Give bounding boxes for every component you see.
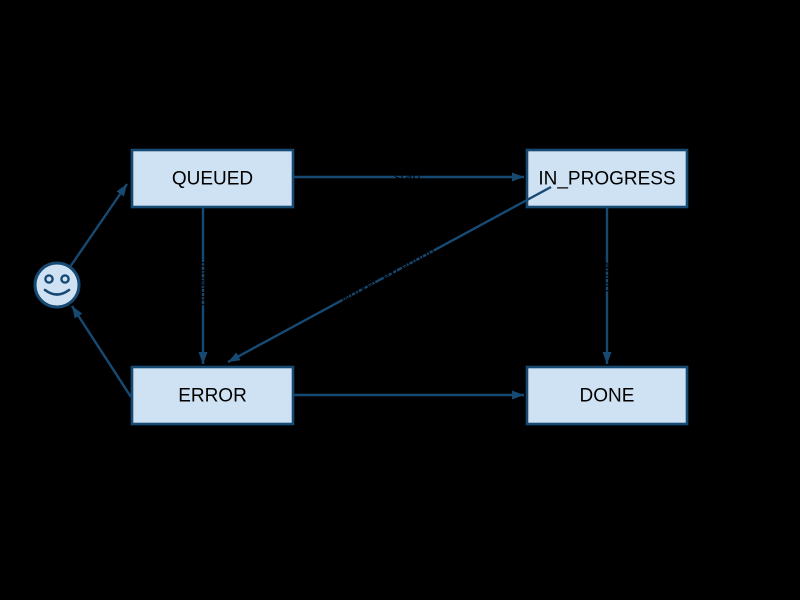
state-node-queued: QUEUED [130,148,295,209]
edge-label-done: done [600,262,614,292]
edge-label-start: start [394,170,422,184]
edge-start-to-queued [69,183,128,268]
state-box-done [525,365,689,426]
state-label-done: DONE [580,386,635,407]
start-state-node [33,261,81,309]
smiley-left-eye-icon [44,274,54,284]
state-label-queued: QUEUED [172,169,253,190]
smiley-mouth-icon [43,288,71,296]
edge-error-to-start [70,305,133,398]
state-node-done: DONE [525,365,689,426]
edge-in-progress-to-error [227,185,552,364]
state-label-error: ERROR [178,386,247,407]
edge-label-worker-exception: worker_exception [338,244,438,306]
state-node-error: ERROR [130,365,295,426]
state-box-error [130,365,295,426]
smiley-right-eye-icon [60,274,70,284]
state-box-queued [130,148,295,209]
state-node-in-progress: IN_PROGRESS [525,148,689,209]
smiley-face-icon [33,261,81,309]
edge-label-timeout: timeout [196,259,210,306]
state-box-in-progress [525,148,689,209]
state-label-in-progress: IN_PROGRESS [538,169,675,190]
